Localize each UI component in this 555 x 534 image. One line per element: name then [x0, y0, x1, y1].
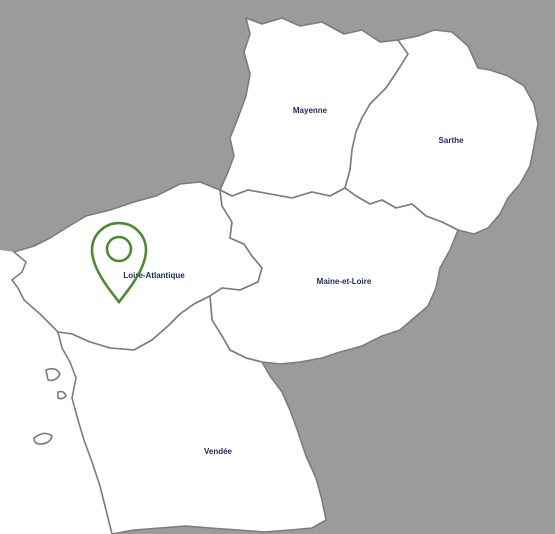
department-maine-et-loire[interactable]: [209, 187, 459, 365]
department-sarthe[interactable]: [344, 29, 539, 235]
department-label-maine-et-loire: Maine-et-Loire: [317, 277, 372, 286]
department-label-loire-atlantique: Loire-Atlantique: [123, 271, 185, 280]
department-label-mayenne: Mayenne: [293, 106, 328, 115]
island: [33, 432, 53, 445]
department-vendee[interactable]: [57, 295, 327, 534]
map-pin-icon[interactable]: [90, 221, 148, 305]
island: [57, 390, 67, 400]
department-label-vendee: Vendée: [204, 447, 233, 456]
department-label-sarthe: Sarthe: [439, 136, 464, 145]
island: [45, 367, 61, 382]
sea: [0, 250, 112, 534]
